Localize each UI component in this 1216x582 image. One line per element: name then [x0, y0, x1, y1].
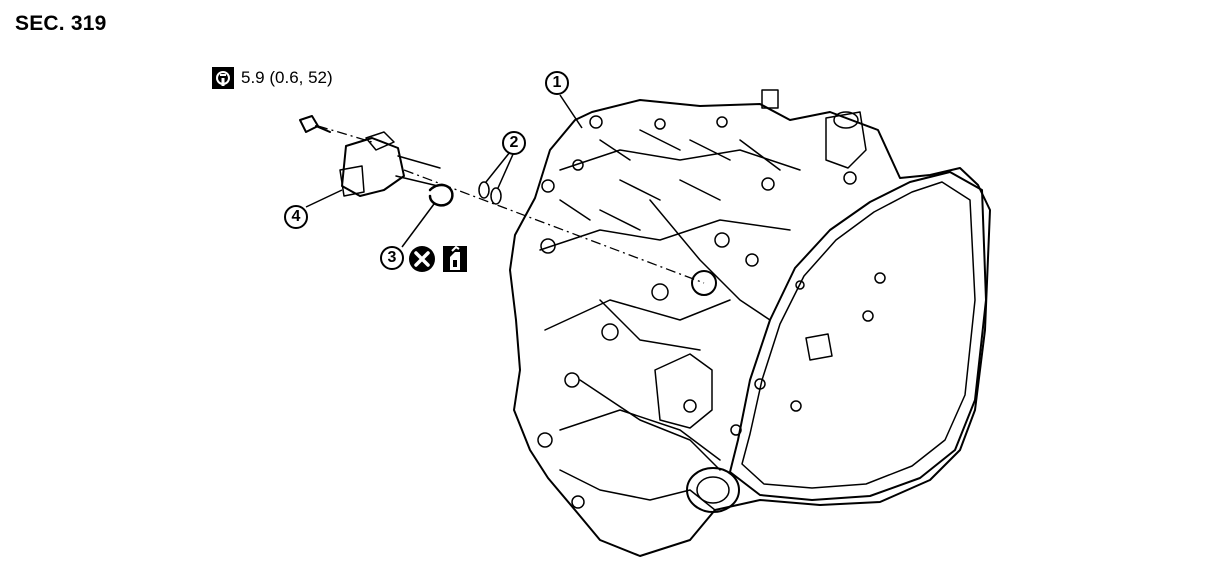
sensor-tab — [365, 131, 395, 151]
starter-opening — [654, 353, 713, 429]
boss — [651, 283, 669, 301]
boss — [730, 424, 742, 436]
boss — [745, 253, 759, 267]
apply-fluid-icon — [443, 245, 467, 272]
output-seal-bore — [686, 467, 740, 513]
leader-2b — [497, 151, 515, 189]
o-ring — [428, 183, 454, 207]
leader-3 — [401, 203, 435, 248]
washer — [490, 187, 502, 205]
boss — [874, 272, 886, 284]
boss — [541, 179, 555, 193]
section-title: SEC. 319 — [15, 12, 107, 35]
boss — [795, 280, 805, 290]
sensor-stem — [395, 155, 441, 187]
boss — [589, 115, 603, 129]
boss — [716, 116, 728, 128]
converter-housing-flange — [729, 171, 987, 501]
case-rib-diag-2 — [579, 379, 721, 471]
torque-wrench-icon — [212, 67, 234, 89]
boss — [654, 118, 666, 130]
alignment-line-sensor — [403, 169, 705, 284]
boss — [843, 171, 857, 185]
converter-housing-flange-inner — [741, 181, 976, 489]
boss — [537, 432, 553, 448]
breather-tube — [761, 89, 779, 109]
boss — [571, 495, 585, 509]
mounting-bolt — [299, 115, 319, 133]
output-seal-inner — [696, 476, 730, 504]
shaft-stub — [805, 333, 833, 361]
boss — [754, 378, 766, 390]
bolt-shank — [315, 125, 331, 133]
callout-1: 1 — [545, 71, 569, 95]
boss — [761, 177, 775, 191]
case-fins — [559, 129, 781, 231]
boss — [790, 400, 802, 412]
torque-spec: 5.9 (0.6, 52) — [212, 66, 333, 90]
sensor-bore — [691, 270, 717, 296]
case-rib-lower — [544, 299, 731, 331]
boss — [572, 159, 584, 171]
boss — [601, 323, 619, 341]
case-rib-diag-1 — [599, 299, 701, 351]
sensor-body — [341, 137, 405, 197]
harness-connector — [825, 111, 867, 169]
case-rib-upper — [559, 149, 801, 171]
sensor-connector-face — [339, 165, 365, 197]
case-rib-diag-3 — [649, 199, 771, 321]
boss — [683, 399, 697, 413]
callout-3: 3 — [380, 246, 404, 270]
alignment-line-bolt — [317, 125, 373, 143]
callout-4: 4 — [284, 205, 308, 229]
boss — [540, 238, 556, 254]
washer — [478, 181, 490, 199]
leader-2a — [485, 151, 511, 183]
leader-4 — [305, 189, 343, 208]
boss — [862, 310, 874, 322]
boss — [564, 372, 580, 388]
torque-value: 5.9 (0.6, 52) — [241, 68, 333, 87]
boss — [714, 232, 730, 248]
connector-port — [833, 111, 859, 129]
leader-1 — [559, 94, 583, 129]
callout-2: 2 — [502, 131, 526, 155]
do-not-reuse-icon — [409, 246, 435, 272]
case-rib-bottom — [559, 409, 721, 461]
